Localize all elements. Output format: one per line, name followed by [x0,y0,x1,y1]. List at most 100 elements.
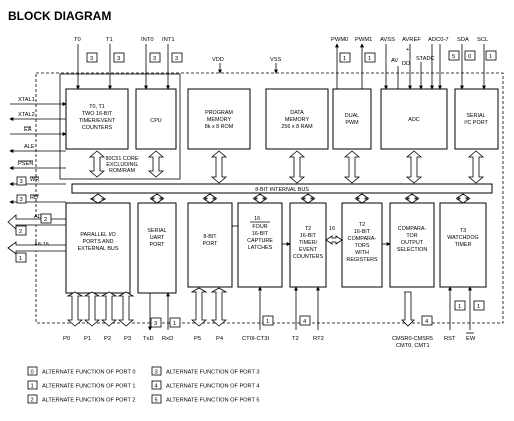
parallel-line: EXTERNAL BUS [78,246,119,252]
core-line: ROM/RAM [109,168,136,174]
bus-width-capture: 16 [254,216,260,222]
badge-rd: 3 [20,197,23,203]
badge-scl: 1 [489,54,492,60]
legend-num-box [151,366,162,376]
data-line: MEMORY [285,117,310,123]
pin-pwm0: PWM0 [331,37,348,43]
comp-bus-arrow [354,193,370,204]
adc-bus-arrow [405,150,423,184]
timer-line: TIMER/EVENT [79,118,116,124]
pin-int1: INT1 [162,37,175,43]
badge-box [364,52,376,63]
pin-pwm1: PWM1 [355,37,372,43]
legend-num: 3 [155,370,158,376]
timer-line: T0, T1 [89,104,104,110]
cpu-bus-arrow [147,150,165,178]
badge-box [299,315,311,326]
parallel-port-arrows [66,291,135,327]
legend-text: ALTERNATE FUNCTION OF PORT 4 [166,384,259,390]
badge-wr: 3 [20,179,23,185]
badge-box [171,52,183,63]
upper-bus-arrows [88,150,485,184]
legend-num: 5 [155,398,158,404]
port8-line: PORT [203,241,219,247]
timer-bus-arrow [88,150,106,178]
capture-line: FOUR [252,224,267,230]
p3-arrow [117,291,135,327]
badge-rst: 1 [458,304,461,310]
cpu-label: CPU [150,118,161,124]
data-line: DATA [290,110,304,116]
legend-text: ALTERNATE FUNCTION OF PORT 0 [42,370,135,376]
bus-width-t2: 16 [329,226,335,232]
pin-rd: RD [30,195,38,201]
wd-bus-arrow [455,193,471,204]
compout-bus-arrow [404,193,420,204]
capture-line: LATCHES [248,245,273,251]
legend-text: ALTERNATE FUNCTION OF PORT 2 [42,398,135,404]
badge-ctxi: 1 [266,319,269,325]
badge-box [40,213,52,224]
badge-box [86,52,98,63]
badge-a: 1 [19,256,22,262]
badge-box [485,50,497,61]
badge-box [150,317,162,328]
pin-avref: AVREF [402,37,421,43]
i2c-line: I²C PORT [464,120,488,126]
cpu-block [135,88,177,150]
badge-box [16,194,27,204]
t2-line: COUNTERS [293,254,324,260]
uart-line: UART [150,235,165,241]
pin-wr: WR [30,177,39,183]
core-line: 80C51 CORE [106,156,139,162]
comp-line: WITH [355,250,369,256]
uart-block [137,202,177,294]
pin-t1: T1 [106,37,113,43]
pin-stadc: STADC [416,56,435,62]
pin-p5: P5 [194,336,201,342]
legend: 0 ALTERNATE FUNCTION OF PORT 0 1 ALTERNA… [27,366,259,404]
badge-adc: 5 [452,54,455,60]
comp-line: T2 [359,222,365,228]
timer-line: TWO 16-BIT [82,111,113,117]
legend-num: 0 [31,370,34,376]
badge-box [149,52,161,63]
t2-line: T2 [305,226,311,232]
pwm-line: PWM [345,120,359,126]
badge-box [113,52,125,63]
program-memory-block [187,88,251,150]
diagram-title: BLOCK DIAGRAM [8,9,111,23]
wd-line: TIMER [455,242,472,248]
legend-num: 1 [31,384,34,390]
badge-box [421,315,433,326]
pin-adc0-7: ADC0-7 [428,37,449,43]
left-pins: XTAL1 XTAL2 EA ALE PSEN WR RD 3 3 [9,97,67,204]
pin-rst: RST [444,336,456,342]
pin-p1: P1 [84,336,91,342]
p4-arrow [210,287,228,327]
p2-arrow [100,291,118,327]
t2-line: 16-BIT [300,233,317,239]
compout-line: TOR [406,233,417,239]
pin-p0: P0 [63,336,70,342]
parallel-line: PORTS AND [82,239,113,245]
pwm-block [332,88,372,150]
badge-t1: 3 [117,56,120,62]
legend-text: ALTERNATE FUNCTION OF PORT 3 [166,370,259,376]
timer-line: COUNTERS [82,125,113,131]
wd-line: WATCHDOG [447,235,478,241]
badge-box [15,225,27,236]
8bit-port-block [187,202,233,288]
pin-t2: T2 [292,336,299,342]
t2-line: TIMER/ [299,240,318,246]
pin-t0: T0 [74,37,81,43]
port8-bus-arrow [202,193,218,204]
badge-par-a: 2 [44,217,47,223]
data-memory-block [265,88,329,150]
pwm-line: DUAL [345,113,359,119]
capture-bus-arrow [252,193,268,204]
i2c-bus-arrow [467,150,485,184]
pin-rt2: RT2 [313,336,324,342]
badge-box [448,50,460,61]
